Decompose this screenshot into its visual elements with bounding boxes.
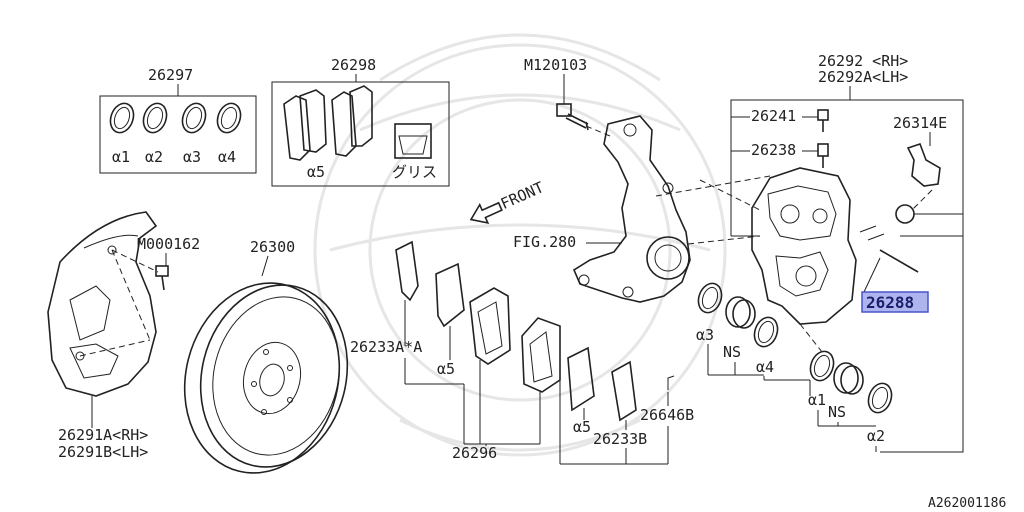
- label-26233a[interactable]: 26233A*A: [350, 338, 422, 356]
- pads-group: 26233A*A α5 26296 α5 26233B 26646B: [350, 240, 694, 465]
- label-m000162[interactable]: M000162: [137, 235, 200, 253]
- seal-ring-a4: [216, 102, 242, 134]
- cap-26238: [817, 143, 829, 168]
- label-26646b[interactable]: 26646B: [640, 406, 694, 424]
- pad-spring-26314e: [906, 142, 941, 187]
- pin-26288: [879, 249, 919, 273]
- seal-ring-a1: [109, 102, 135, 134]
- shim-lower-right-2: [611, 360, 637, 422]
- kit-pad-1: [283, 95, 311, 161]
- label-a5-mid: α5: [437, 360, 455, 378]
- label-26298[interactable]: 26298: [331, 56, 376, 74]
- kit-label-a1: α1: [112, 148, 130, 166]
- label-26291a-rh[interactable]: 26291A<RH>: [58, 426, 148, 444]
- piston-left: [725, 296, 756, 329]
- label-26292-rh[interactable]: 26292 <RH>: [818, 52, 908, 70]
- label-26233b[interactable]: 26233B: [593, 430, 647, 448]
- label-front: FRONT: [498, 178, 547, 213]
- label-26300[interactable]: 26300: [250, 238, 295, 256]
- label-26296[interactable]: 26296: [452, 444, 497, 462]
- seal-a4: [753, 316, 779, 348]
- label-a3: α3: [696, 326, 714, 344]
- label-m120103[interactable]: M120103: [524, 56, 587, 74]
- dust-shield: [47, 211, 158, 397]
- bolt-m120103: [556, 103, 589, 131]
- rotor-group: 26300: [183, 238, 349, 474]
- knuckle-group: FIG.280: [513, 115, 771, 303]
- seal-a1: [809, 350, 835, 382]
- kit-label-a3: α3: [183, 148, 201, 166]
- label-a5-lower: α5: [573, 418, 591, 436]
- brake-pad-outer: [469, 287, 511, 365]
- kit-label-a5: α5: [307, 163, 325, 181]
- label-ns-left: NS: [723, 343, 741, 361]
- dust-shield-group: M000162 26291A<RH> 26291B<LH>: [47, 211, 200, 461]
- pin-head: [895, 204, 915, 224]
- highlight-26288[interactable]: [861, 291, 929, 313]
- bolt-m000162: [155, 265, 169, 291]
- label-26238[interactable]: 26238: [751, 141, 796, 159]
- brake-rotor: [183, 282, 349, 474]
- label-grease: グリス: [392, 163, 437, 181]
- seal-ring-a3: [181, 102, 207, 134]
- watermark-emblem: [313, 33, 727, 457]
- label-26297[interactable]: 26297: [148, 66, 193, 84]
- label-26288[interactable]: 26288: [866, 293, 914, 312]
- label-a4-right: α4: [756, 358, 774, 376]
- bolt-m120103-group: M120103: [524, 56, 611, 137]
- label-fig280[interactable]: FIG.280: [513, 233, 576, 251]
- label-ns-right: NS: [828, 403, 846, 421]
- piston-right: [833, 362, 864, 395]
- caliper-group: 26292 <RH> 26292A<LH> 26241 26238 26314E: [730, 52, 964, 453]
- label-26291b-lh[interactable]: 26291B<LH>: [58, 443, 148, 461]
- kit-pad-4: [349, 85, 373, 147]
- label-26292a-lh[interactable]: 26292A<LH>: [818, 68, 908, 86]
- shim-lower-right-1: [567, 346, 595, 412]
- label-a1-right: α1: [808, 391, 826, 409]
- front-direction-arrow: FRONT: [469, 178, 547, 225]
- shim-lower-left: [435, 262, 465, 328]
- seal-a3: [697, 282, 723, 314]
- brake-pad-inner: [521, 317, 561, 393]
- label-a2-right: α2: [867, 427, 885, 445]
- kit-label-a4: α4: [218, 148, 236, 166]
- diagram-id: A262001186: [928, 496, 1006, 511]
- grease-pack: [394, 123, 432, 159]
- seal-ring-a2: [142, 102, 168, 134]
- kit-label-a2: α2: [145, 148, 163, 166]
- seal-kit-group: 26297 α1 α2 α3 α4: [99, 66, 257, 174]
- piston-seal-group: α3 NS α4 α1 NS α2: [696, 282, 893, 452]
- bleeder-screw-26241: [817, 109, 829, 132]
- caliper-body: [751, 167, 857, 325]
- steering-knuckle: [572, 115, 691, 303]
- label-26241[interactable]: 26241: [751, 107, 796, 125]
- pad-kit-group: 26298 α5 グリス: [271, 56, 450, 187]
- label-26314e[interactable]: 26314E: [893, 114, 947, 132]
- seal-a2: [867, 382, 893, 414]
- shim-upper-left: [395, 240, 419, 302]
- kit-pad-2: [299, 89, 327, 153]
